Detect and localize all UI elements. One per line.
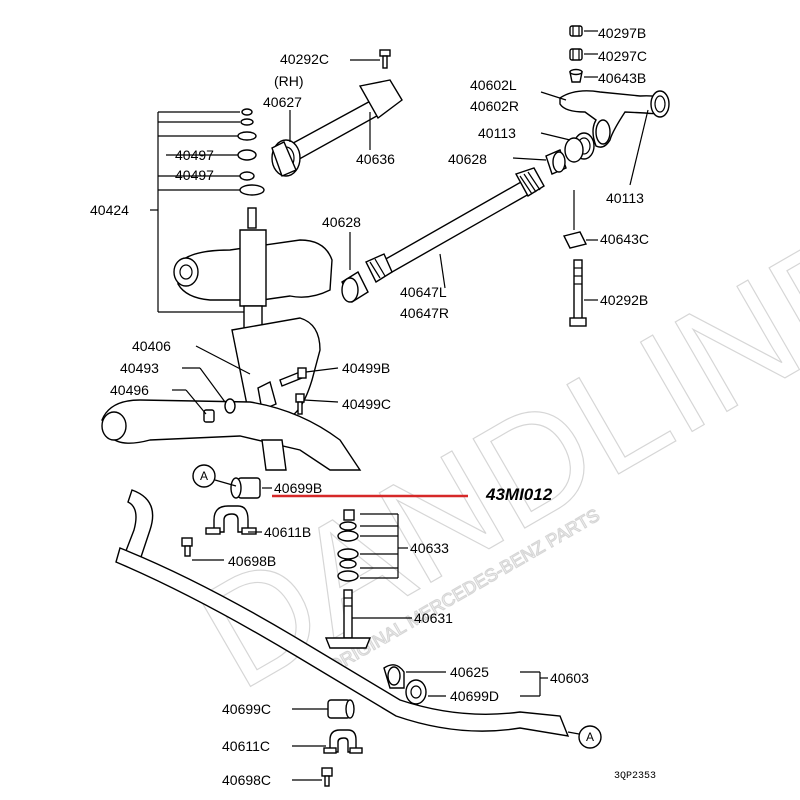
crossmember — [101, 399, 362, 471]
label-40424: 40424 — [90, 202, 129, 218]
dust-cover-40628b-icon — [341, 270, 369, 304]
link-40627-icon — [271, 79, 403, 177]
drawing-code: 3QP2353 — [614, 771, 656, 782]
leader-40628a — [512, 157, 547, 161]
label-40602L: 40602L — [470, 77, 517, 93]
bracket-40611C-icon — [323, 729, 363, 754]
bolt-40698B-icon — [181, 537, 193, 557]
leader-40647 — [439, 253, 446, 289]
seat-40643C-icon — [562, 231, 588, 249]
washer-40493-icon — [224, 398, 236, 414]
washer-stack-40633-icon — [337, 509, 359, 582]
label-40493: 40493 — [120, 360, 159, 376]
label-40699C: 40699C — [222, 701, 271, 717]
link-assembly — [271, 49, 403, 177]
marker-a-top-label: A — [200, 469, 208, 483]
label-40292C: 40292C — [280, 51, 329, 67]
leader-40499B — [305, 367, 339, 373]
leader-40493-b — [199, 367, 226, 403]
bracket-40625-icon — [383, 664, 405, 689]
leader-40113b — [629, 109, 649, 186]
label-40297B: 40297B — [598, 25, 646, 41]
label-40499B: 40499B — [342, 360, 390, 376]
marker-a-top — [192, 464, 216, 488]
bushing-40699D-icon — [405, 679, 427, 705]
part-labels: 40297B 40297C 40643B 40292C (RH) 40627 4… — [90, 25, 656, 788]
label-40636: 40636 — [356, 151, 395, 167]
marker-a-bottom — [578, 725, 602, 749]
label-40699B: 40699B — [274, 480, 322, 496]
label-40643C: 40643C — [600, 231, 649, 247]
anchor-bolt-40292B-icon — [569, 259, 587, 327]
bolt-40499C-icon — [295, 393, 305, 415]
label-40698C: 40698C — [222, 772, 271, 788]
bushing-40699C-icon — [327, 699, 355, 719]
bushing-40643B-icon — [569, 68, 598, 83]
leader-40113a — [540, 132, 571, 141]
nut-40297C-icon — [569, 48, 598, 61]
label-40297C: 40297C — [598, 48, 647, 64]
label-40497a: 40497 — [175, 147, 214, 163]
bracket-40611B-icon — [205, 505, 257, 535]
leader-40406 — [195, 345, 251, 375]
label-40647L: 40647L — [400, 284, 447, 300]
label-40603: 40603 — [550, 670, 589, 686]
bolt-40698C-icon — [321, 767, 333, 787]
label-40499C: 40499C — [342, 396, 391, 412]
label-40628a: 40628 — [448, 151, 487, 167]
label-40627: 40627 — [263, 94, 302, 110]
upper-arm-40602-icon — [559, 90, 670, 148]
marker-a-bottom-label: A — [586, 730, 594, 744]
label-40611C: 40611C — [222, 738, 270, 754]
nut-40297B-icon — [569, 25, 598, 37]
label-40631: 40631 — [414, 610, 453, 626]
label-40497b: 40497 — [175, 167, 214, 183]
stabilizer-area — [115, 464, 602, 787]
bushing-40699B-icon — [230, 477, 261, 499]
shock-bracket-group — [150, 108, 265, 313]
label-40496: 40496 — [110, 382, 149, 398]
catalog-ref: 43MI012 — [485, 485, 553, 504]
label-40628b: 40628 — [322, 214, 361, 230]
label-rh: (RH) — [274, 73, 304, 89]
bolt-40499B-icon — [279, 367, 307, 387]
leader-40499C — [303, 399, 339, 403]
label-40292B: 40292B — [600, 292, 648, 308]
label-40647R: 40647R — [400, 305, 449, 321]
label-40625: 40625 — [450, 664, 489, 680]
torsion-bar-40647-icon — [365, 167, 545, 284]
link-bolt-40631-icon — [324, 589, 372, 649]
fasteners-mid — [203, 367, 307, 423]
upper-arm-assembly — [341, 25, 670, 327]
leader-40496-b — [185, 389, 207, 415]
label-40633: 40633 — [410, 540, 449, 556]
lower-arm-shock — [173, 207, 333, 421]
label-40406: 40406 — [132, 338, 171, 354]
label-40698B: 40698B — [228, 553, 276, 569]
bolt-40292C-icon — [379, 49, 391, 69]
leader-40602 — [540, 91, 567, 101]
label-40699D: 40699D — [450, 688, 499, 704]
label-40611B: 40611B — [264, 524, 311, 540]
nut-40496-icon — [203, 409, 215, 423]
label-40113b: 40113 — [606, 190, 644, 206]
label-40643B: 40643B — [598, 70, 646, 86]
bushing-40113-icon — [564, 132, 595, 163]
label-40113a: 40113 — [478, 125, 516, 141]
dust-cover-40628-icon — [545, 149, 567, 175]
label-40602R: 40602R — [470, 98, 519, 114]
